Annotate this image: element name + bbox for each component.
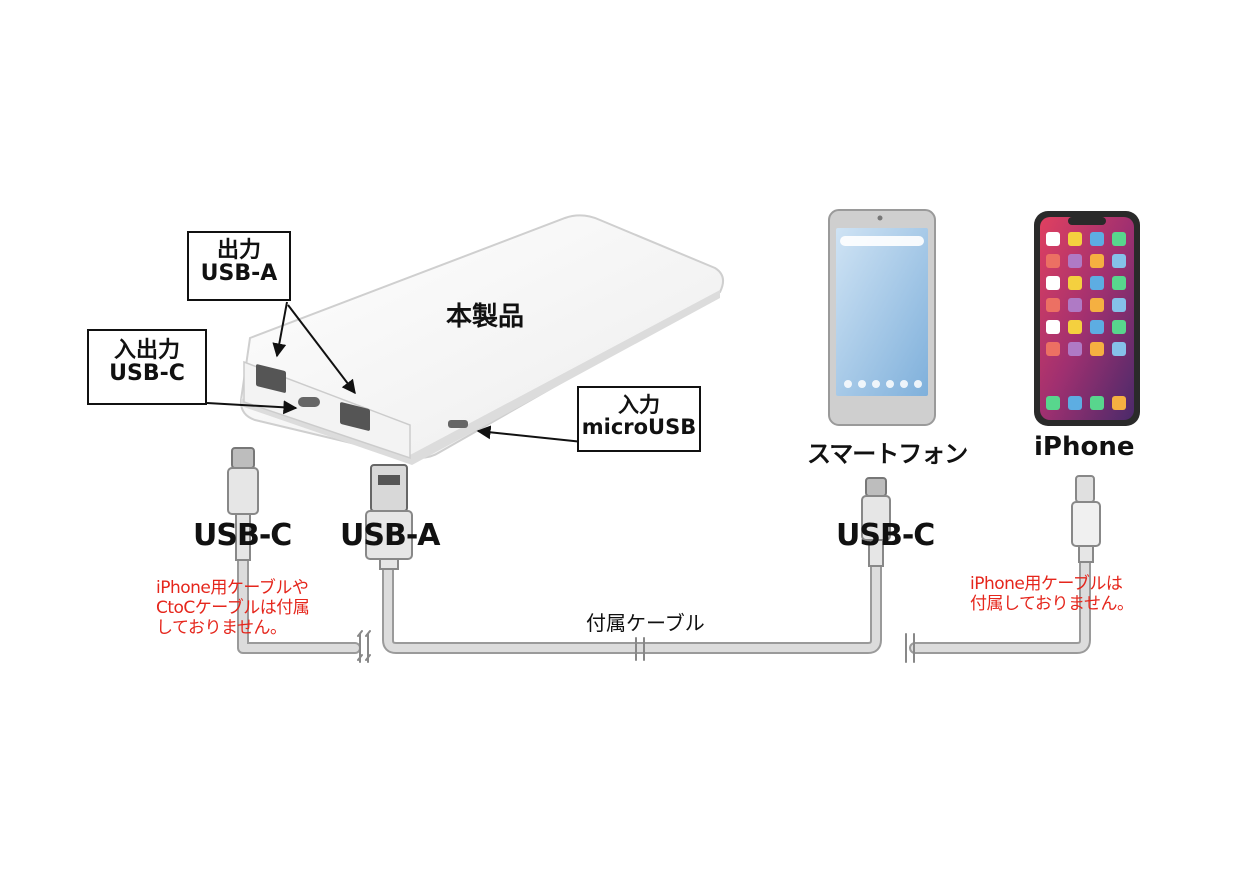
port-label-io-usb-c: 入出力 USB-C (87, 329, 207, 405)
usb-c-connector-right (861, 477, 891, 567)
app-icon (1090, 232, 1104, 246)
app-icon (1090, 254, 1104, 268)
arrow-out-a (272, 301, 288, 358)
app-icon (1046, 232, 1060, 246)
smartphone-label: スマートフォン (807, 440, 968, 468)
connector-label-usb-a: USB-A (340, 518, 441, 553)
app-icon (1112, 232, 1126, 246)
app-icon (1068, 254, 1082, 268)
usb-c-connector-left (227, 447, 259, 561)
app-icon (1112, 298, 1126, 312)
port-label-out-line1: 出力 (216, 238, 261, 263)
bundled-cable (237, 554, 1091, 663)
app-icon (1046, 320, 1060, 334)
app-icon (1068, 276, 1082, 290)
app-icon (1112, 320, 1126, 334)
app-icon (1046, 342, 1060, 356)
micro-usb-port (448, 420, 468, 428)
app-icon (1112, 254, 1126, 268)
port-label-in-microusb: 入力 microUSB (577, 386, 701, 452)
usb-a-port-1 (256, 364, 286, 393)
app-icon (1090, 298, 1104, 312)
note-right: iPhone用ケーブルは 付属しておりません。 (970, 574, 1134, 614)
dock-app-icon (1090, 396, 1104, 410)
note-left-line2: CtoCケーブルは付属 (156, 598, 310, 618)
lightning-connector (1071, 475, 1101, 563)
app-icon (1112, 342, 1126, 356)
app-icon (1046, 298, 1060, 312)
arrow-in-micro (476, 425, 584, 443)
port-label-in-line1: 入力 (618, 393, 660, 417)
connector-label-usb-c-left: USB-C (193, 518, 292, 553)
app-icon (1046, 254, 1060, 268)
arrow-out-a-2 (287, 304, 356, 395)
usb-a-connector (365, 464, 413, 570)
usb-a-port-2 (340, 402, 370, 431)
app-icon (1068, 342, 1082, 356)
iphone-label: iPhone (1034, 432, 1135, 462)
port-label-io-line1: 入出力 (113, 338, 180, 363)
port-label-out-usb-a: 出力 USB-A (187, 231, 291, 301)
note-right-line2: 付属しておりません。 (970, 594, 1134, 614)
app-icon (1068, 298, 1082, 312)
arrow-io-c (206, 400, 298, 415)
app-icon (1090, 276, 1104, 290)
note-left: iPhone用ケーブルや CtoCケーブルは付属 しておりません。 (156, 578, 310, 638)
dock-app-icon (1046, 396, 1060, 410)
app-icon (1090, 342, 1104, 356)
cable-label: 付属ケーブル (586, 611, 705, 635)
app-icon (1090, 320, 1104, 334)
note-right-line1: iPhone用ケーブルは (970, 574, 1123, 594)
note-left-line1: iPhone用ケーブルや (156, 578, 309, 598)
connector-label-usb-c-right: USB-C (836, 518, 935, 553)
app-icon (1112, 276, 1126, 290)
dock-app-icon (1068, 396, 1082, 410)
app-icon (1046, 276, 1060, 290)
power-bank (239, 214, 725, 465)
product-label: 本製品 (446, 302, 525, 332)
app-icon (1068, 320, 1082, 334)
smartphone-android (828, 209, 936, 426)
app-icon (1068, 232, 1082, 246)
note-left-line3: しておりません。 (156, 618, 287, 638)
app-icon-grid (1046, 232, 1126, 410)
port-label-io-line2: USB-C (109, 361, 185, 387)
port-label-out-line2: USB-A (200, 261, 278, 287)
port-label-in-line2: microUSB (581, 415, 697, 440)
usb-c-port (298, 397, 320, 407)
iphone (1034, 211, 1140, 426)
dock-app-icon (1112, 396, 1126, 410)
